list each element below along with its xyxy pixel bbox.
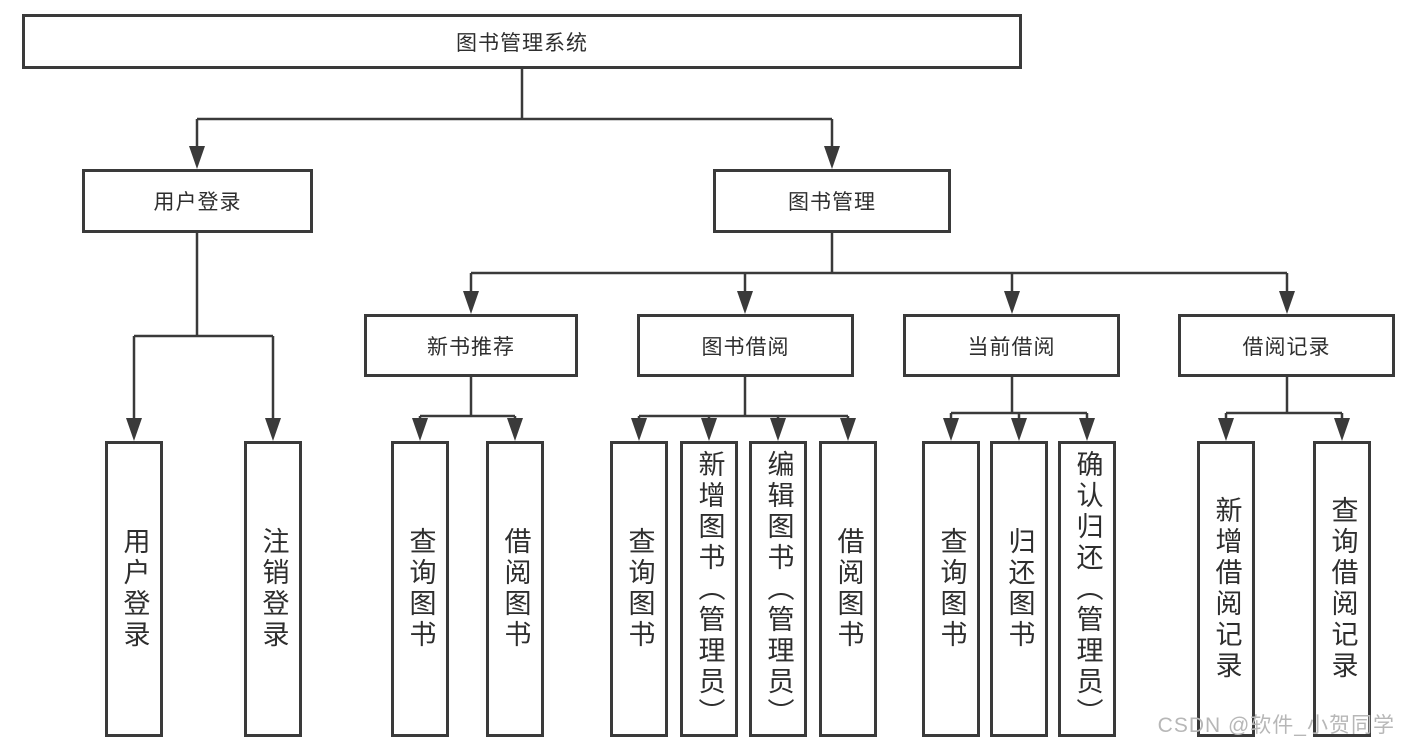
leaf-confirm-return-admin: 确认归还（管理员）	[1058, 441, 1116, 737]
leaf-borrow-books-label: 借阅图书	[833, 527, 864, 651]
node-book-borrow-label: 图书借阅	[701, 335, 790, 359]
arrowhead	[824, 146, 840, 169]
leaf-borrow-books-recommend: 借阅图书	[486, 441, 544, 737]
leaf-add-borrow-record: 新增借阅记录	[1197, 441, 1255, 737]
leaf-user-login: 用户登录	[105, 441, 163, 737]
leaf-confirm-return-admin-label: 确认归还（管理员）	[1072, 449, 1103, 729]
leaf-query-books-recommend-label: 查询图书	[405, 527, 436, 651]
leaf-edit-books-admin: 编辑图书（管理员）	[749, 441, 807, 737]
leaf-query-borrow-record-label: 查询借阅记录	[1327, 496, 1358, 682]
leaf-query-borrow-record: 查询借阅记录	[1313, 441, 1371, 737]
arrowhead	[701, 418, 717, 441]
leaf-query-books-recommend: 查询图书	[391, 441, 449, 737]
arrowhead	[840, 418, 856, 441]
arrowhead	[631, 418, 647, 441]
node-current-borrow-label: 当前借阅	[967, 335, 1056, 359]
arrowhead	[463, 291, 479, 314]
connector-userlogin-to-leaves	[132, 233, 275, 422]
node-borrow-record: 借阅记录	[1178, 314, 1395, 377]
leaf-borrow-books: 借阅图书	[819, 441, 877, 737]
leaf-add-borrow-record-label: 新增借阅记录	[1211, 496, 1242, 682]
node-borrow-record-label: 借阅记录	[1242, 335, 1331, 359]
connector-strokes	[132, 69, 1344, 424]
arrowhead	[770, 418, 786, 441]
leaf-query-books-current: 查询图书	[922, 441, 980, 737]
leaf-return-books: 归还图书	[990, 441, 1048, 737]
leaf-user-login-label: 用户登录	[119, 527, 150, 651]
leaf-borrow-books-recommend-label: 借阅图书	[500, 527, 531, 651]
arrowhead	[943, 418, 959, 441]
node-new-book-recommend: 新书推荐	[364, 314, 578, 377]
leaf-query-books-borrow-label: 查询图书	[624, 527, 655, 651]
arrowheads	[126, 146, 1350, 441]
arrowhead	[737, 291, 753, 314]
connector-record-to-leaves	[1224, 377, 1344, 424]
leaf-add-books-admin-label: 新增图书（管理员）	[694, 449, 725, 729]
node-book-borrow: 图书借阅	[637, 314, 854, 377]
leaf-return-books-label: 归还图书	[1004, 527, 1035, 651]
node-root-system: 图书管理系统	[22, 14, 1022, 69]
node-current-borrow: 当前借阅	[903, 314, 1120, 377]
leaf-logout: 注销登录	[244, 441, 302, 737]
node-book-management: 图书管理	[713, 169, 951, 233]
leaf-logout-label: 注销登录	[258, 527, 289, 651]
leaf-edit-books-admin-label: 编辑图书（管理员）	[763, 449, 794, 729]
arrowhead	[1011, 418, 1027, 441]
node-new-book-recommend-label: 新书推荐	[427, 335, 515, 359]
arrowhead	[265, 418, 281, 441]
arrowhead	[1279, 291, 1295, 314]
arrowhead	[189, 146, 205, 169]
arrowhead	[126, 418, 142, 441]
arrowhead	[1334, 418, 1350, 441]
connector-current-to-leaves	[949, 377, 1089, 424]
connector-bookmgmt-to-level3	[469, 233, 1289, 296]
arrowhead	[412, 418, 428, 441]
leaf-query-books-current-label: 查询图书	[936, 527, 967, 651]
arrowhead	[1079, 418, 1095, 441]
node-root-system-label: 图书管理系统	[456, 31, 588, 55]
leaf-add-books-admin: 新增图书（管理员）	[680, 441, 738, 737]
arrowhead	[1218, 418, 1234, 441]
csdn-watermark: CSDN @软件_小贺同学	[1157, 714, 1395, 737]
connector-root-to-level2	[195, 69, 834, 150]
node-user-login: 用户登录	[82, 169, 313, 233]
connector-borrow-to-leaves	[637, 377, 850, 424]
leaf-query-books-borrow: 查询图书	[610, 441, 668, 737]
node-book-management-label: 图书管理	[788, 191, 876, 214]
arrowhead	[507, 418, 523, 441]
arrowhead	[1004, 291, 1020, 314]
node-user-login-label: 用户登录	[153, 191, 242, 214]
connector-newbook-to-leaves	[418, 377, 517, 424]
